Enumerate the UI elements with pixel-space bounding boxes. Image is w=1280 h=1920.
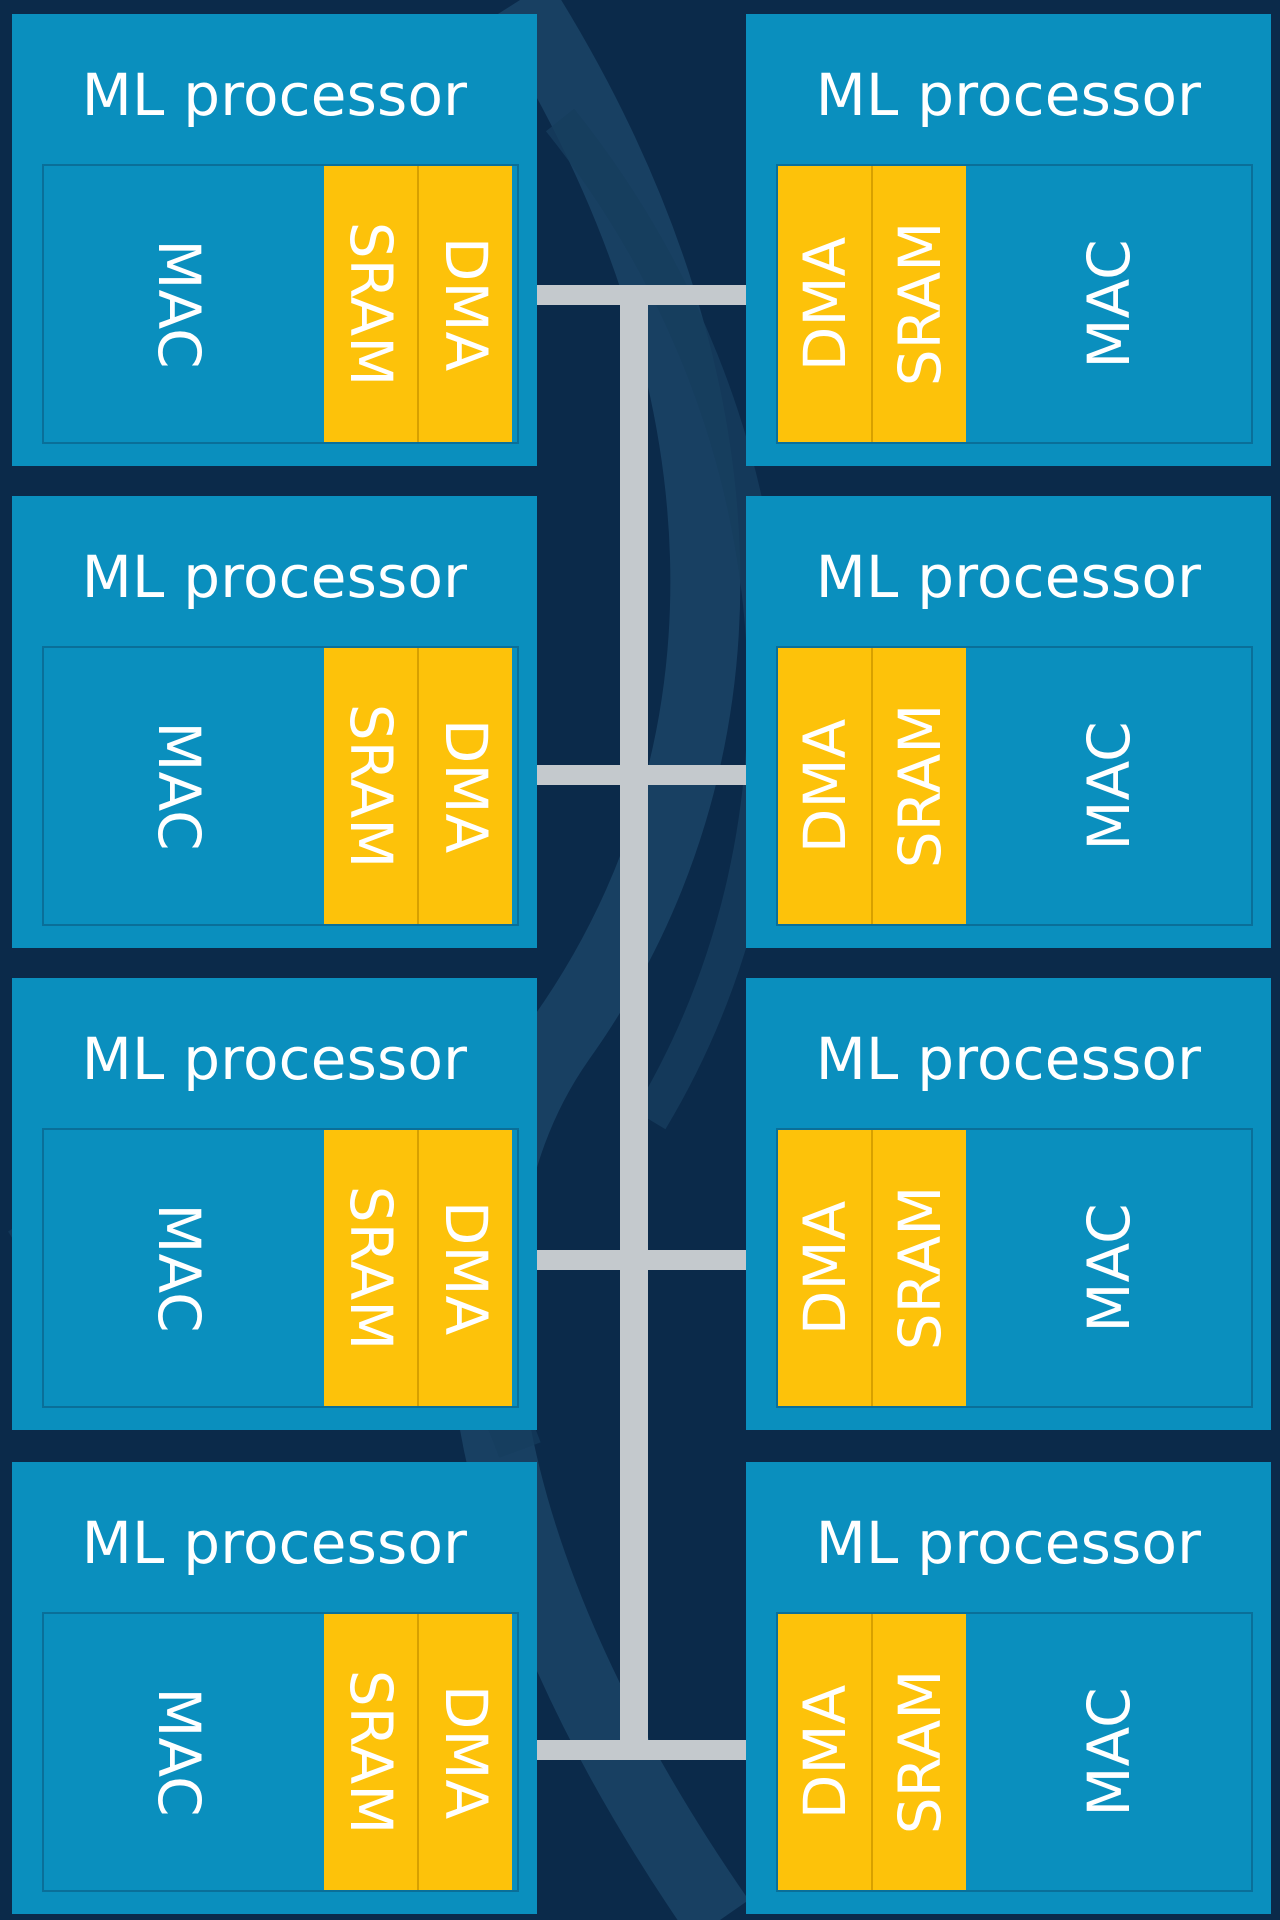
interconnect-bus-link — [500, 765, 770, 785]
sram-label: SRAM — [885, 1185, 954, 1351]
mac-label: MAC — [1075, 239, 1143, 369]
interconnect-bus-link — [500, 285, 770, 305]
processor-title: ML processor — [81, 1509, 468, 1577]
mac-unit: MAC — [974, 648, 1244, 924]
dma-block: DMA — [778, 648, 871, 924]
mac-unit: MAC — [974, 1614, 1244, 1890]
sram-block: SRAM — [324, 648, 417, 924]
dma-label: DMA — [790, 1200, 859, 1336]
interconnect-bus-trunk — [620, 295, 648, 1758]
dma-block: DMA — [417, 1130, 512, 1406]
dma-label: DMA — [790, 718, 859, 854]
processor-core: MAC SRAM DMA — [42, 646, 519, 926]
processor-title: ML processor — [815, 61, 1202, 129]
sram-block: SRAM — [871, 166, 966, 442]
mac-unit: MAC — [44, 166, 314, 442]
sram-block: SRAM — [871, 1130, 966, 1406]
ml-processor-block: ML processor DMA SRAM MAC — [746, 14, 1271, 466]
mac-label: MAC — [145, 1687, 213, 1817]
sram-label: SRAM — [336, 1669, 405, 1835]
ml-processor-block: ML processor DMA SRAM MAC — [746, 1462, 1271, 1914]
mac-label: MAC — [145, 239, 213, 369]
sram-label: SRAM — [336, 1185, 405, 1351]
dma-block: DMA — [778, 1614, 871, 1890]
processor-core: DMA SRAM MAC — [776, 646, 1253, 926]
mac-unit: MAC — [44, 648, 314, 924]
processor-title: ML processor — [815, 1025, 1202, 1093]
mac-unit: MAC — [974, 166, 1244, 442]
mac-label: MAC — [1075, 721, 1143, 851]
interconnect-bus-link — [500, 1250, 770, 1270]
processor-core: MAC SRAM DMA — [42, 1612, 519, 1892]
processor-core: DMA SRAM MAC — [776, 164, 1253, 444]
processor-core: MAC SRAM DMA — [42, 1128, 519, 1408]
dma-label: DMA — [431, 1684, 500, 1820]
dma-block: DMA — [417, 1614, 512, 1890]
mac-label: MAC — [145, 721, 213, 851]
processor-title: ML processor — [81, 1025, 468, 1093]
sram-block: SRAM — [324, 1130, 417, 1406]
ml-processor-block: ML processor MAC SRAM DMA — [12, 496, 537, 948]
sram-block: SRAM — [871, 648, 966, 924]
sram-label: SRAM — [885, 1669, 954, 1835]
dma-block: DMA — [417, 166, 512, 442]
ml-processor-block: ML processor DMA SRAM MAC — [746, 978, 1271, 1430]
dma-block: DMA — [778, 1130, 871, 1406]
dma-label: DMA — [431, 1200, 500, 1336]
dma-label: DMA — [790, 1684, 859, 1820]
dma-block: DMA — [778, 166, 871, 442]
dma-block: DMA — [417, 648, 512, 924]
processor-title: ML processor — [815, 543, 1202, 611]
ml-processor-block: ML processor MAC SRAM DMA — [12, 14, 537, 466]
sram-label: SRAM — [885, 221, 954, 387]
sram-block: SRAM — [324, 1614, 417, 1890]
sram-label: SRAM — [885, 703, 954, 869]
sram-label: SRAM — [336, 221, 405, 387]
processor-core: DMA SRAM MAC — [776, 1128, 1253, 1408]
ml-processor-block: ML processor MAC SRAM DMA — [12, 1462, 537, 1914]
processor-core: DMA SRAM MAC — [776, 1612, 1253, 1892]
mac-label: MAC — [145, 1203, 213, 1333]
ml-processor-block: ML processor MAC SRAM DMA — [12, 978, 537, 1430]
sram-label: SRAM — [336, 703, 405, 869]
mac-label: MAC — [1075, 1203, 1143, 1333]
interconnect-bus-link — [500, 1740, 770, 1760]
dma-label: DMA — [431, 236, 500, 372]
sram-block: SRAM — [324, 166, 417, 442]
mac-unit: MAC — [44, 1130, 314, 1406]
mac-unit: MAC — [44, 1614, 314, 1890]
processor-core: MAC SRAM DMA — [42, 164, 519, 444]
processor-title: ML processor — [815, 1509, 1202, 1577]
processor-title: ML processor — [81, 543, 468, 611]
mac-unit: MAC — [974, 1130, 1244, 1406]
mac-label: MAC — [1075, 1687, 1143, 1817]
ml-processor-block: ML processor DMA SRAM MAC — [746, 496, 1271, 948]
dma-label: DMA — [790, 236, 859, 372]
dma-label: DMA — [431, 718, 500, 854]
processor-title: ML processor — [81, 61, 468, 129]
sram-block: SRAM — [871, 1614, 966, 1890]
